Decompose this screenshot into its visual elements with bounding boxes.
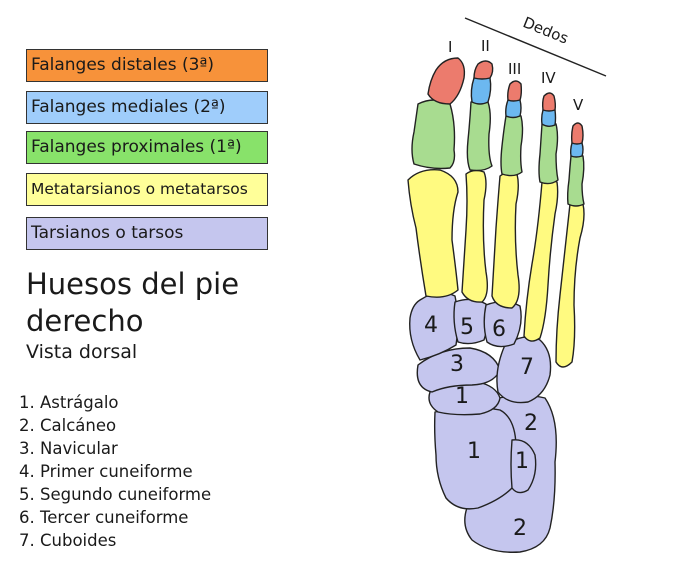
proximal-phalanx-4-bone xyxy=(538,121,559,185)
list-item: 1. Astrágalo xyxy=(19,393,119,412)
first-cuneiform-bone xyxy=(409,292,459,361)
bone-number-calcaneus: 2 xyxy=(513,516,527,541)
distal-phalanx-1-bone xyxy=(427,57,466,105)
bones-list: 1. Astrágalo 2. Calcáneo 3. Navicular 4.… xyxy=(19,391,211,552)
legend-distal-label: Falanges distales (3ª) xyxy=(31,55,215,75)
bone-number-7: 7 xyxy=(520,355,534,380)
legend-distal-phalanges: Falanges distales (3ª) xyxy=(26,49,268,82)
legend-proximal-phalanges: Falanges proximales (1ª) xyxy=(26,131,268,164)
list-item: 2. Calcáneo xyxy=(19,416,117,435)
proximal-phalanx-5-bone xyxy=(566,153,585,207)
bone-number-3: 3 xyxy=(450,352,464,377)
proximal-phalanx-2-bone xyxy=(466,99,493,172)
bone-number-6: 6 xyxy=(492,317,506,342)
talus-bone xyxy=(433,406,518,510)
diagram-subtitle: Vista dorsal xyxy=(26,341,138,363)
list-item: 6. Tercer cuneiforme xyxy=(19,508,189,527)
diagram-title-line1: Huesos del pie xyxy=(26,267,240,301)
calcaneus-mid-bone xyxy=(510,439,537,494)
legend-meta-label: Metatarsianos o metatarsos xyxy=(31,180,248,198)
metatarsal-2-bone xyxy=(461,169,489,303)
list-item: 4. Primer cuneiforme xyxy=(19,462,193,481)
proximal-phalanx-3-bone xyxy=(500,113,524,177)
metatarsal-5-bone xyxy=(555,201,585,368)
toe-numeral-2: II xyxy=(481,37,490,55)
legend-tarsal-label: Tarsianos o tarsos xyxy=(31,223,184,243)
list-item: 3. Navicular xyxy=(19,439,118,458)
legend-medial-label: Falanges mediales (2ª) xyxy=(31,97,226,117)
metatarsal-4-bone xyxy=(523,179,559,342)
diagram-title-line2: derecho xyxy=(26,304,144,338)
toe-numeral-4: IV xyxy=(541,69,556,87)
distal-phalanx-4-bone xyxy=(541,92,557,112)
medial-phalanx-2-bone xyxy=(470,75,492,105)
metatarsal-1-bone xyxy=(407,169,459,298)
distal-phalanx-3-bone xyxy=(507,80,523,102)
proximal-phalanx-1-bone xyxy=(411,99,456,170)
toe-numeral-3: III xyxy=(508,60,521,78)
toes-bracket-line xyxy=(464,17,607,77)
toe-numeral-5: V xyxy=(573,96,584,114)
list-item: 5. Segundo cuneiforme xyxy=(19,485,212,504)
bone-number-calcaneus-upper: 2 xyxy=(524,411,538,436)
legend-tarsals: Tarsianos o tarsos xyxy=(26,217,268,250)
bone-number-4: 4 xyxy=(424,313,438,338)
legend-medial-phalanges: Falanges mediales (2ª) xyxy=(26,91,268,124)
bone-number-calcaneus-mid: 1 xyxy=(515,449,529,474)
toe-numeral-1: I xyxy=(448,38,452,56)
legend-proximal-label: Falanges proximales (1ª) xyxy=(31,137,242,157)
metatarsal-3-bone xyxy=(491,171,520,309)
bone-number-talus-head: 1 xyxy=(455,384,469,409)
distal-phalanx-5-bone xyxy=(570,122,584,145)
distal-phalanx-2-bone xyxy=(473,60,494,80)
bone-number-talus: 1 xyxy=(467,439,481,464)
toes-label: Dedos xyxy=(520,13,571,47)
list-item: 7. Cuboides xyxy=(19,531,117,550)
legend-metatarsals: Metatarsianos o metatarsos xyxy=(26,173,268,206)
bone-number-5: 5 xyxy=(460,315,474,340)
navicular-bone xyxy=(416,347,501,393)
